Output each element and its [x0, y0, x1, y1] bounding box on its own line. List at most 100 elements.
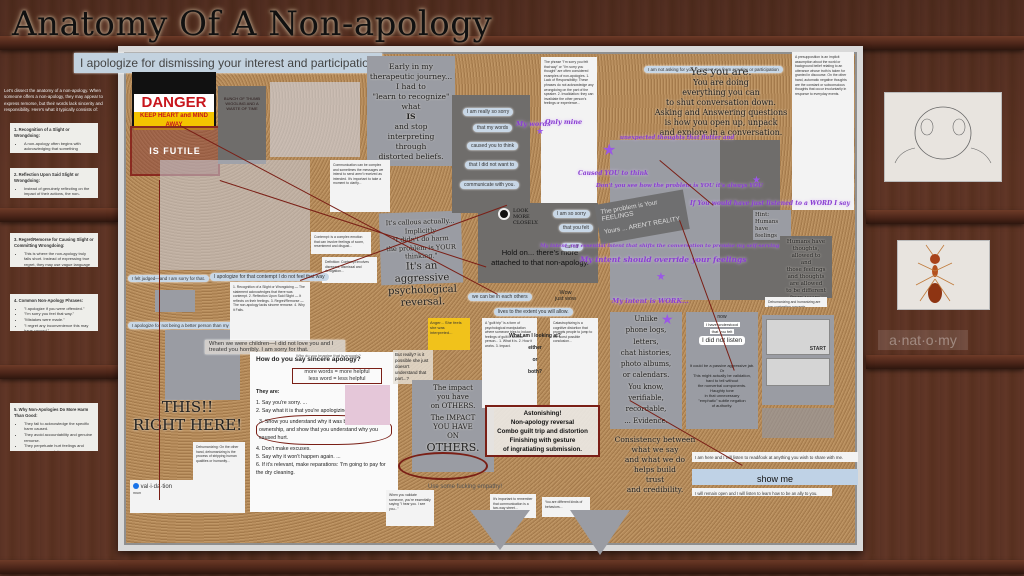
shelf: [0, 365, 118, 379]
recognition-list: 1. Recognition of a Slight or Wrongdoing…: [230, 282, 310, 342]
ant-body-diagram: [897, 240, 990, 310]
bunch-note: BUNCH OF THUMB WIGGLING AND A WASTE OF T…: [218, 86, 266, 164]
purple-note: My intent, my essential intent that shif…: [540, 243, 780, 249]
early-journey-card: Early in my therapeutic journey... I had…: [367, 56, 455, 166]
listen-strip: I will remain open and I will listen to …: [692, 488, 832, 496]
what-looking: What am I looking at? either or both?: [509, 333, 561, 375]
diagram-sketch: [270, 82, 360, 157]
sorry-strip: that my words: [473, 124, 513, 132]
not-asking-strip: I am not asking for you to protect me fr…: [644, 66, 783, 73]
others-circle: [398, 452, 488, 480]
small-strip: cut off: [561, 243, 583, 251]
astonishing-box: Astonishing! Non-apology reversal Combo …: [485, 405, 600, 457]
each-others-strip: we can be in each others: [468, 293, 532, 301]
sorry-strip: that I did not want to: [465, 161, 519, 169]
note-small: Communication can be complex and sometim…: [330, 160, 390, 212]
hold-on-text: Hold on... there's more attached to that…: [491, 248, 589, 267]
section-card-3: 3. Regret/Remorse for Causing Slight or …: [10, 233, 98, 267]
section-card-1: 1. Recognition of a Slight or Wrongdoing…: [10, 123, 98, 153]
sorry-sketch: [345, 385, 390, 425]
ant-icon: [915, 244, 955, 303]
callous-card: It's callous actually... Implicitly "I d…: [378, 210, 464, 308]
strip-felt-judged: I felt judged—and I am sorry for that.: [128, 275, 210, 282]
shelf: [866, 210, 1024, 224]
strip-contempt: I apologize for that contempt I do not f…: [210, 273, 329, 281]
purple-note: My words: [516, 120, 551, 128]
glasses-collage: [160, 160, 310, 270]
this-right-here: THIS!! RIGHT HERE!: [132, 398, 243, 434]
purple-note: If You would have just listened to a WOR…: [690, 200, 850, 207]
danger-sign: DANGER KEEP HEART and MIND AWAY: [132, 72, 216, 130]
validation-def: val·i·da·tion noun: [130, 480, 245, 513]
star-icon: ★: [656, 271, 666, 283]
shelf: [0, 208, 118, 222]
yes-you-are-text: Yes you are. You are doing everything yo…: [654, 67, 788, 138]
section-card-2: 2. Reflection Upon Said Slight or Wrongd…: [10, 168, 98, 198]
dehumanizing-note: Dehumanizing and humanizing are two cont…: [765, 297, 827, 307]
wow-note: Wow just wow: [555, 290, 577, 302]
bottom-note: When you validate someone, you're essent…: [386, 490, 434, 526]
empathy-text: Use some fucking empathy!: [428, 484, 503, 490]
more-words-box: more words = more helpful less word = le…: [292, 368, 382, 384]
red-thread: [159, 180, 160, 500]
purple-note: Don't you see how the problem is YOU it'…: [596, 183, 763, 189]
but-really-note: But really? is it possible she just does…: [393, 350, 433, 384]
footprint-icon: START: [766, 319, 830, 355]
shelf: [866, 355, 1024, 369]
danger-word: DANGER: [141, 94, 207, 111]
yellow-note: Anger... She feels she was interpreted..…: [428, 318, 470, 350]
sincere-question: How do you say sincere apology?: [256, 356, 361, 363]
section-card-4: 4. Common Non-Apology Phrases: "I apolog…: [10, 294, 98, 331]
purple-note: Caused YOU to think: [578, 170, 649, 177]
catastrophizing-def: Catastrophizing is a cognitive distortio…: [550, 318, 598, 408]
danger-sub: KEEP HEART and MIND AWAY: [134, 112, 214, 130]
page-title: Anatomy Of A Non-apology: [12, 4, 493, 44]
purple-note: My intent should override your feelings: [580, 255, 747, 264]
hint-card: Hint: Humans have feelings: [753, 210, 791, 240]
small-strip: that you felt: [559, 224, 593, 232]
section-card-5: 5. Why Non-Apologies Do More Harm Than G…: [10, 403, 98, 451]
purple-note: Only mine: [545, 118, 583, 126]
sorry-strip: communicate with you.: [460, 181, 519, 189]
danger-sign-black: [134, 74, 214, 94]
each-others-strip: lives to the extent you will allow.: [494, 308, 573, 316]
ant-head-icon: [894, 106, 992, 164]
children-strip: When we were children—I did not love you…: [205, 340, 345, 354]
now-card: now I have understood that you felt I di…: [686, 312, 758, 429]
listen-strip: I am here and I will listen to read/look…: [692, 452, 858, 462]
purple-note: My intent is WORK...: [612, 297, 689, 305]
dictionary-icon: [133, 483, 139, 490]
sorry-strip: I am really so sorry: [463, 108, 514, 116]
why-strip: Why do you imagine that is enough?: [296, 353, 361, 358]
small-strip: I am so sorry: [553, 210, 590, 218]
magnifier-icon: [498, 208, 510, 220]
consistency-text: Consistency between what we say and what…: [614, 435, 696, 494]
shelf: [0, 560, 1024, 574]
star-icon: ★: [602, 142, 617, 159]
triangle-shape: [470, 510, 530, 550]
martial-arts-figures: [762, 408, 834, 438]
strip-father: I apologize for not being a better perso…: [128, 322, 267, 329]
footprints-card: START: [762, 315, 834, 405]
presupposition-note: A presupposition is an implicit assumpti…: [792, 52, 854, 210]
show-me-strip: show me: [692, 469, 858, 485]
star-icon: ★: [661, 311, 674, 327]
phrases-note: The phrase "I'm sorry you felt that way"…: [541, 57, 597, 203]
validation-word: val·i·da·tion: [133, 483, 242, 491]
purple-note: unexpected thoughts that flutter and: [620, 135, 735, 141]
guilt-trip-def: A "guilt trip" is a form of psychologica…: [482, 318, 537, 408]
anatomy-word: a·nat·o·my: [878, 330, 968, 350]
banner-strip: I apologize for dismissing your interest…: [74, 53, 382, 73]
contempt-definition: Contempt: is a complex emotion that can …: [311, 232, 371, 254]
humans-thoughts-card: Humans have thoughts, allowed to and tho…: [780, 236, 832, 301]
ant-head-diagram: [884, 92, 1002, 182]
look-closely: LOOK MORE CLOSELY.: [513, 208, 539, 226]
star-icon: ★: [536, 126, 545, 136]
now-strip: that you felt: [709, 329, 735, 334]
unlike-card: Unlike phone logs, letters, chat histori…: [610, 312, 682, 429]
sorry-strip: caused you to think: [467, 142, 519, 150]
sincere-apology-card: How do you say sincere apology? Why do y…: [250, 352, 398, 512]
now-strip: I have understood: [703, 322, 741, 327]
grey-square: [155, 290, 195, 312]
intro-text: Let's dissect the anatomy of a non-apolo…: [4, 88, 103, 113]
